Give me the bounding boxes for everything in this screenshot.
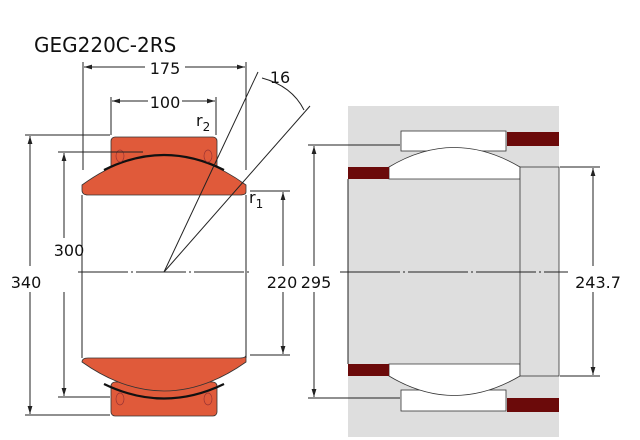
dimension-lines-right xyxy=(308,144,600,399)
dim-outer-diameter: 340 xyxy=(11,273,42,292)
seal xyxy=(507,132,559,146)
seal-icon xyxy=(203,392,213,406)
dim-housing-shoulder: 295 xyxy=(301,273,332,292)
seal-icon xyxy=(115,149,125,163)
dim-sphere-diameter: 300 xyxy=(54,241,85,260)
seal-icon xyxy=(115,392,125,406)
dim-tilt-angle: 16 xyxy=(270,68,290,87)
dim-width-outer: 100 xyxy=(150,93,181,112)
bearing-section-view xyxy=(78,136,252,417)
dim-shaft-shoulder: 243.7 xyxy=(575,273,621,292)
dim-bore: 220 xyxy=(267,273,298,292)
seal xyxy=(348,167,389,179)
inner-ring-top xyxy=(81,154,247,196)
seal-icon xyxy=(203,149,213,163)
seal xyxy=(507,398,559,412)
tilt-angle-indicator xyxy=(163,71,311,273)
seal xyxy=(348,364,389,376)
dimension-lines-left xyxy=(25,62,290,416)
label-r1: r1 xyxy=(249,188,263,211)
dim-width-inner: 175 xyxy=(150,59,181,78)
label-r2: r2 xyxy=(196,111,210,134)
mounting-view xyxy=(340,106,568,437)
product-title: GEG220C-2RS xyxy=(34,33,176,57)
